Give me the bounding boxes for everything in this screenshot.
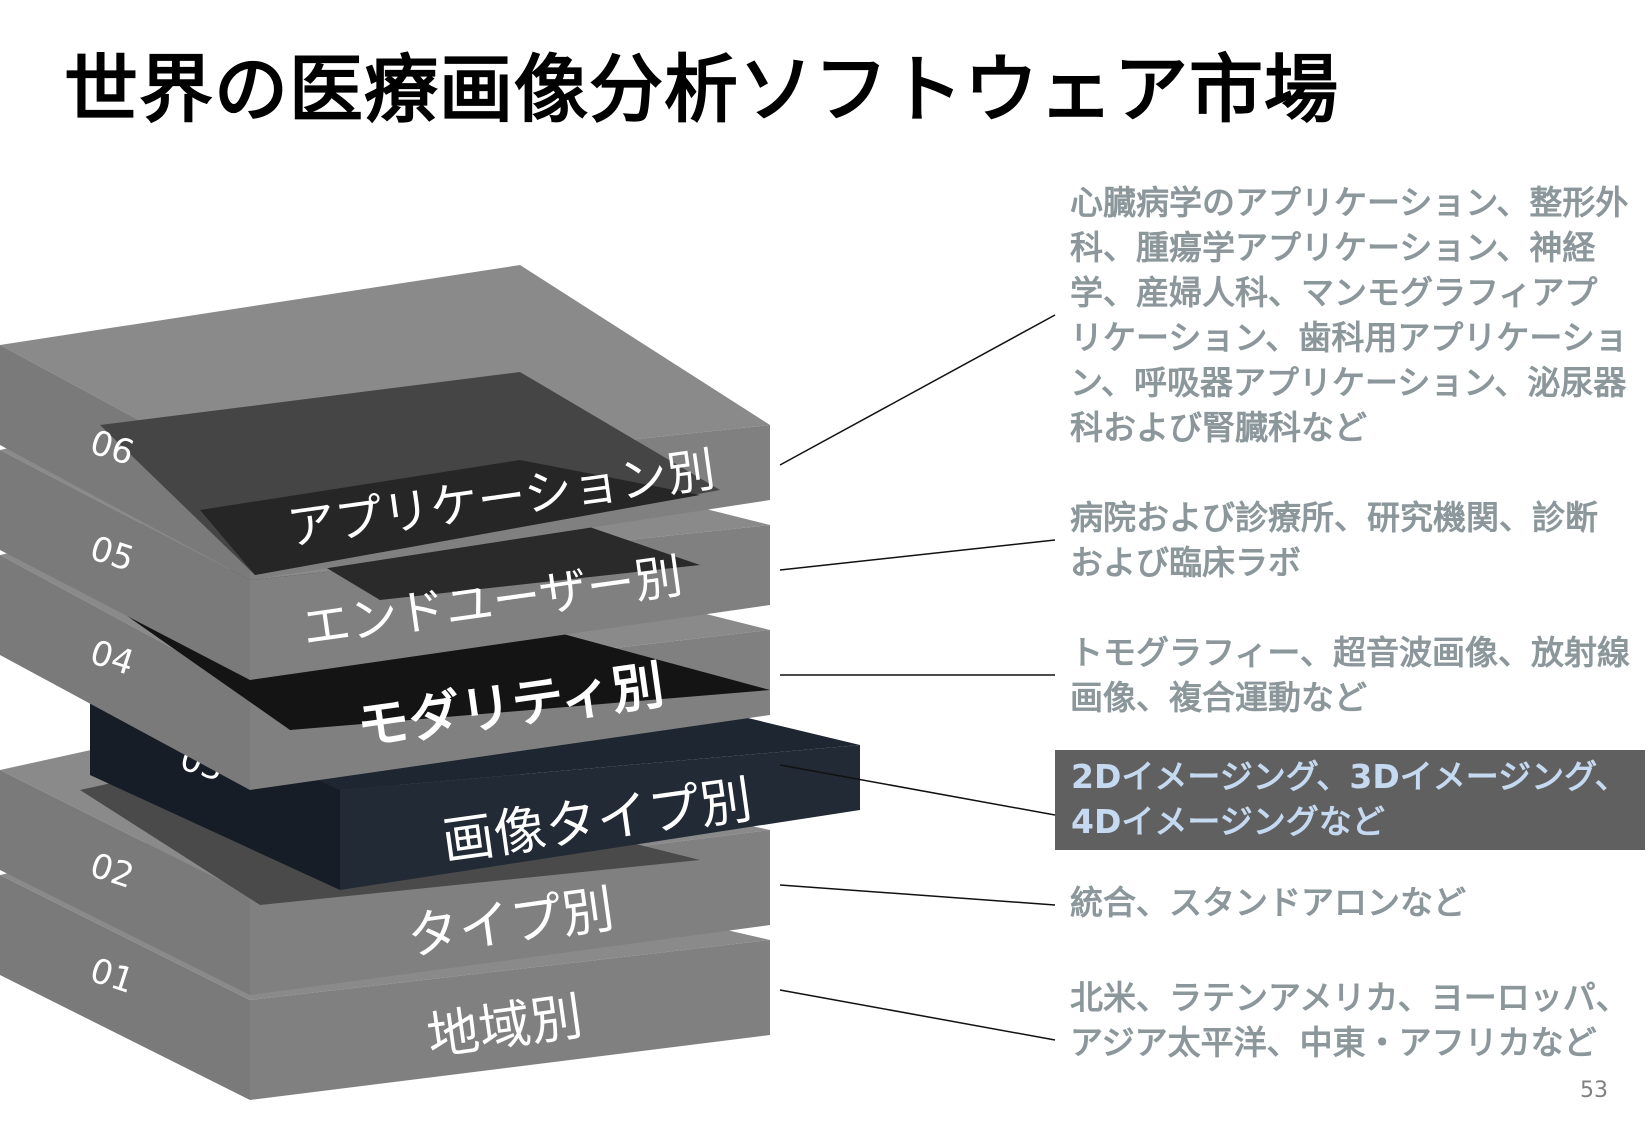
layer-06[interactable]: 06 アプリケーション別 [0, 265, 770, 580]
description-01: 北米、ラテンアメリカ、ヨーロッパ、アジア太平洋、中東・アフリカなど [1070, 978, 1629, 1062]
connector-01 [779, 989, 1056, 1041]
page-number: 53 [1580, 1078, 1608, 1103]
description-02: 統合、スタンドアロンなど [1070, 883, 1466, 922]
description-03: 2Dイメージング、3Dイメージング、4Dイメージングなど [1055, 750, 1645, 850]
connector-06 [779, 314, 1056, 466]
description-04: トモグラフィー、超音波画像、放射線画像、複合運動など [1070, 633, 1631, 717]
description-06: 心臓病学のアプリケーション、整形外科、腫瘍学アプリケーション、神経学、産婦人科、… [1070, 183, 1629, 447]
description-05: 病院および診療所、研究機関、診断および臨床ラボ [1070, 498, 1598, 582]
connector-03 [779, 764, 1056, 816]
page-title: 世界の医療画像分析ソフトウェア市場 [64, 47, 1339, 133]
connector-05 [779, 539, 1056, 571]
connector-02 [779, 884, 1056, 906]
